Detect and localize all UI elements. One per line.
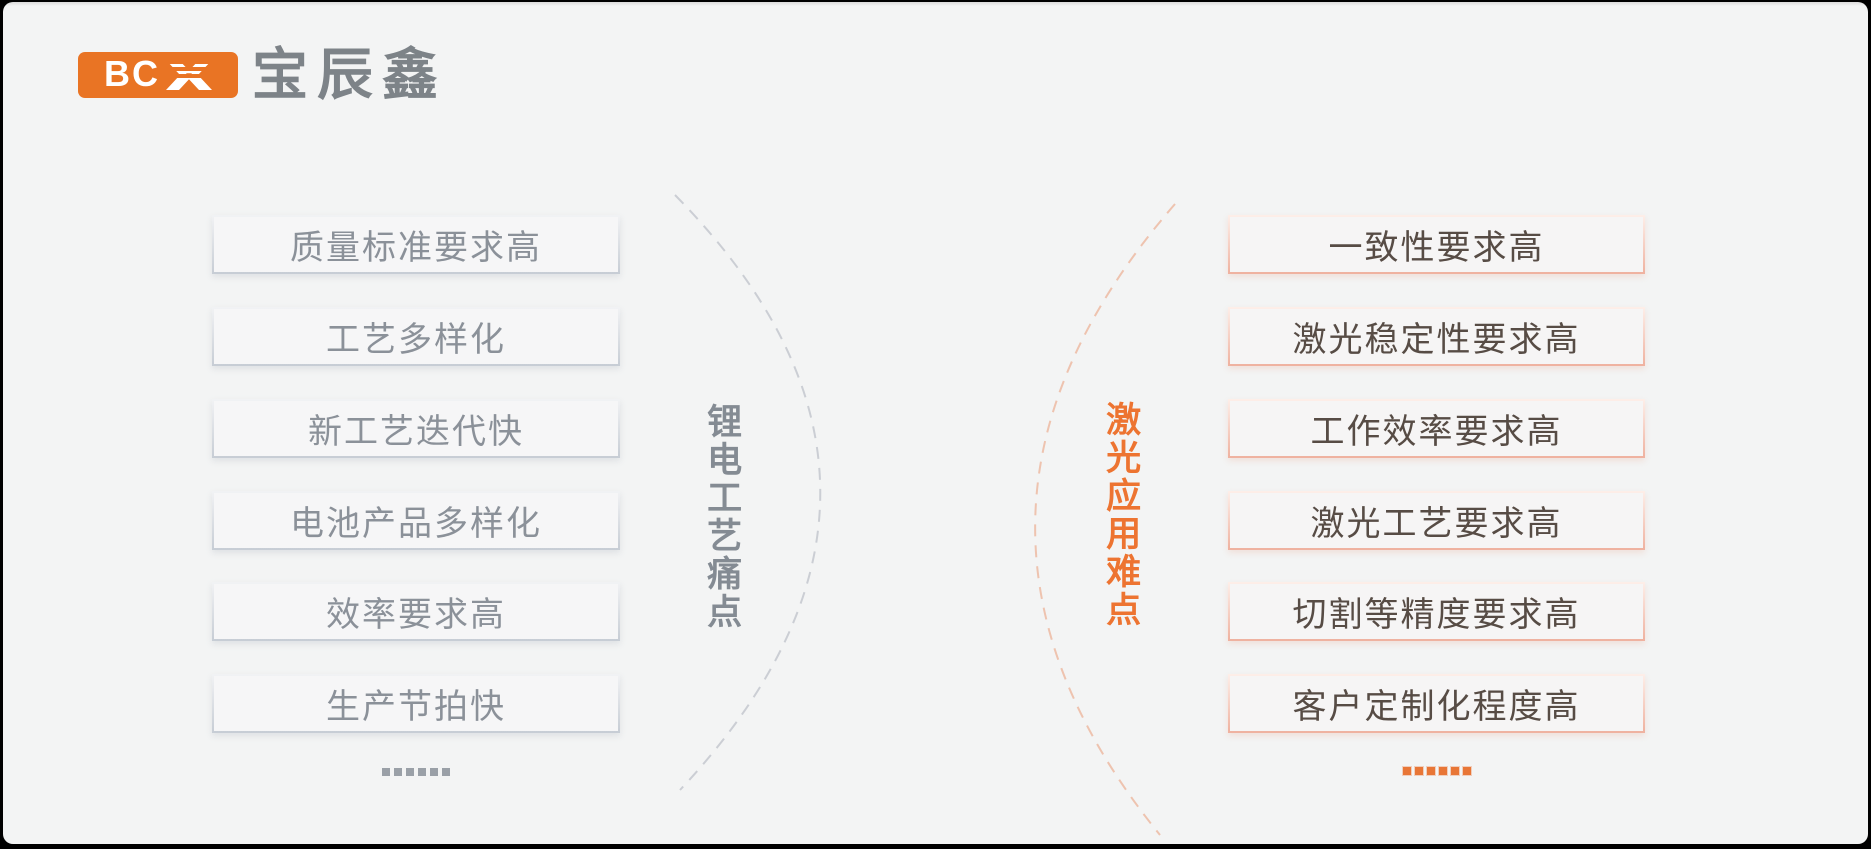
right-section-title: 激光应用难点 — [1101, 401, 1141, 629]
left-pain-item: 工艺多样化 — [212, 307, 620, 366]
left-pain-item: 质量标准要求高 — [212, 215, 620, 274]
left-pain-item: 效率要求高 — [212, 582, 620, 641]
company-name: 宝辰鑫 — [252, 43, 447, 106]
slide-canvas: BC 宝辰鑫 质量标准要求高 工艺多样化 新工艺迭代快 电池产品多样化 效率要求… — [3, 2, 1868, 844]
left-pain-item: 电池产品多样化 — [212, 491, 620, 550]
right-difficulty-item: 激光稳定性要求高 — [1228, 307, 1645, 366]
left-pain-item: 生产节拍快 — [212, 674, 620, 733]
right-difficulty-item: 工作效率要求高 — [1228, 399, 1645, 458]
right-difficulty-item: 客户定制化程度高 — [1228, 674, 1645, 733]
right-ellipsis-dots — [1228, 766, 1645, 776]
badge-letters: BC — [104, 53, 160, 94]
right-difficulty-item: 激光工艺要求高 — [1228, 491, 1645, 550]
left-pain-item: 新工艺迭代快 — [212, 399, 620, 458]
brand-logo: BC 宝辰鑫 — [78, 47, 447, 103]
logo-stripes-decoration — [158, 60, 212, 81]
right-difficulty-item: 切割等精度要求高 — [1228, 582, 1645, 641]
left-gray-arc — [674, 194, 822, 791]
left-ellipsis-dots — [212, 768, 620, 776]
left-section-title: 锂电工艺痛点 — [702, 403, 742, 631]
right-difficulty-item: 一致性要求高 — [1228, 215, 1645, 274]
